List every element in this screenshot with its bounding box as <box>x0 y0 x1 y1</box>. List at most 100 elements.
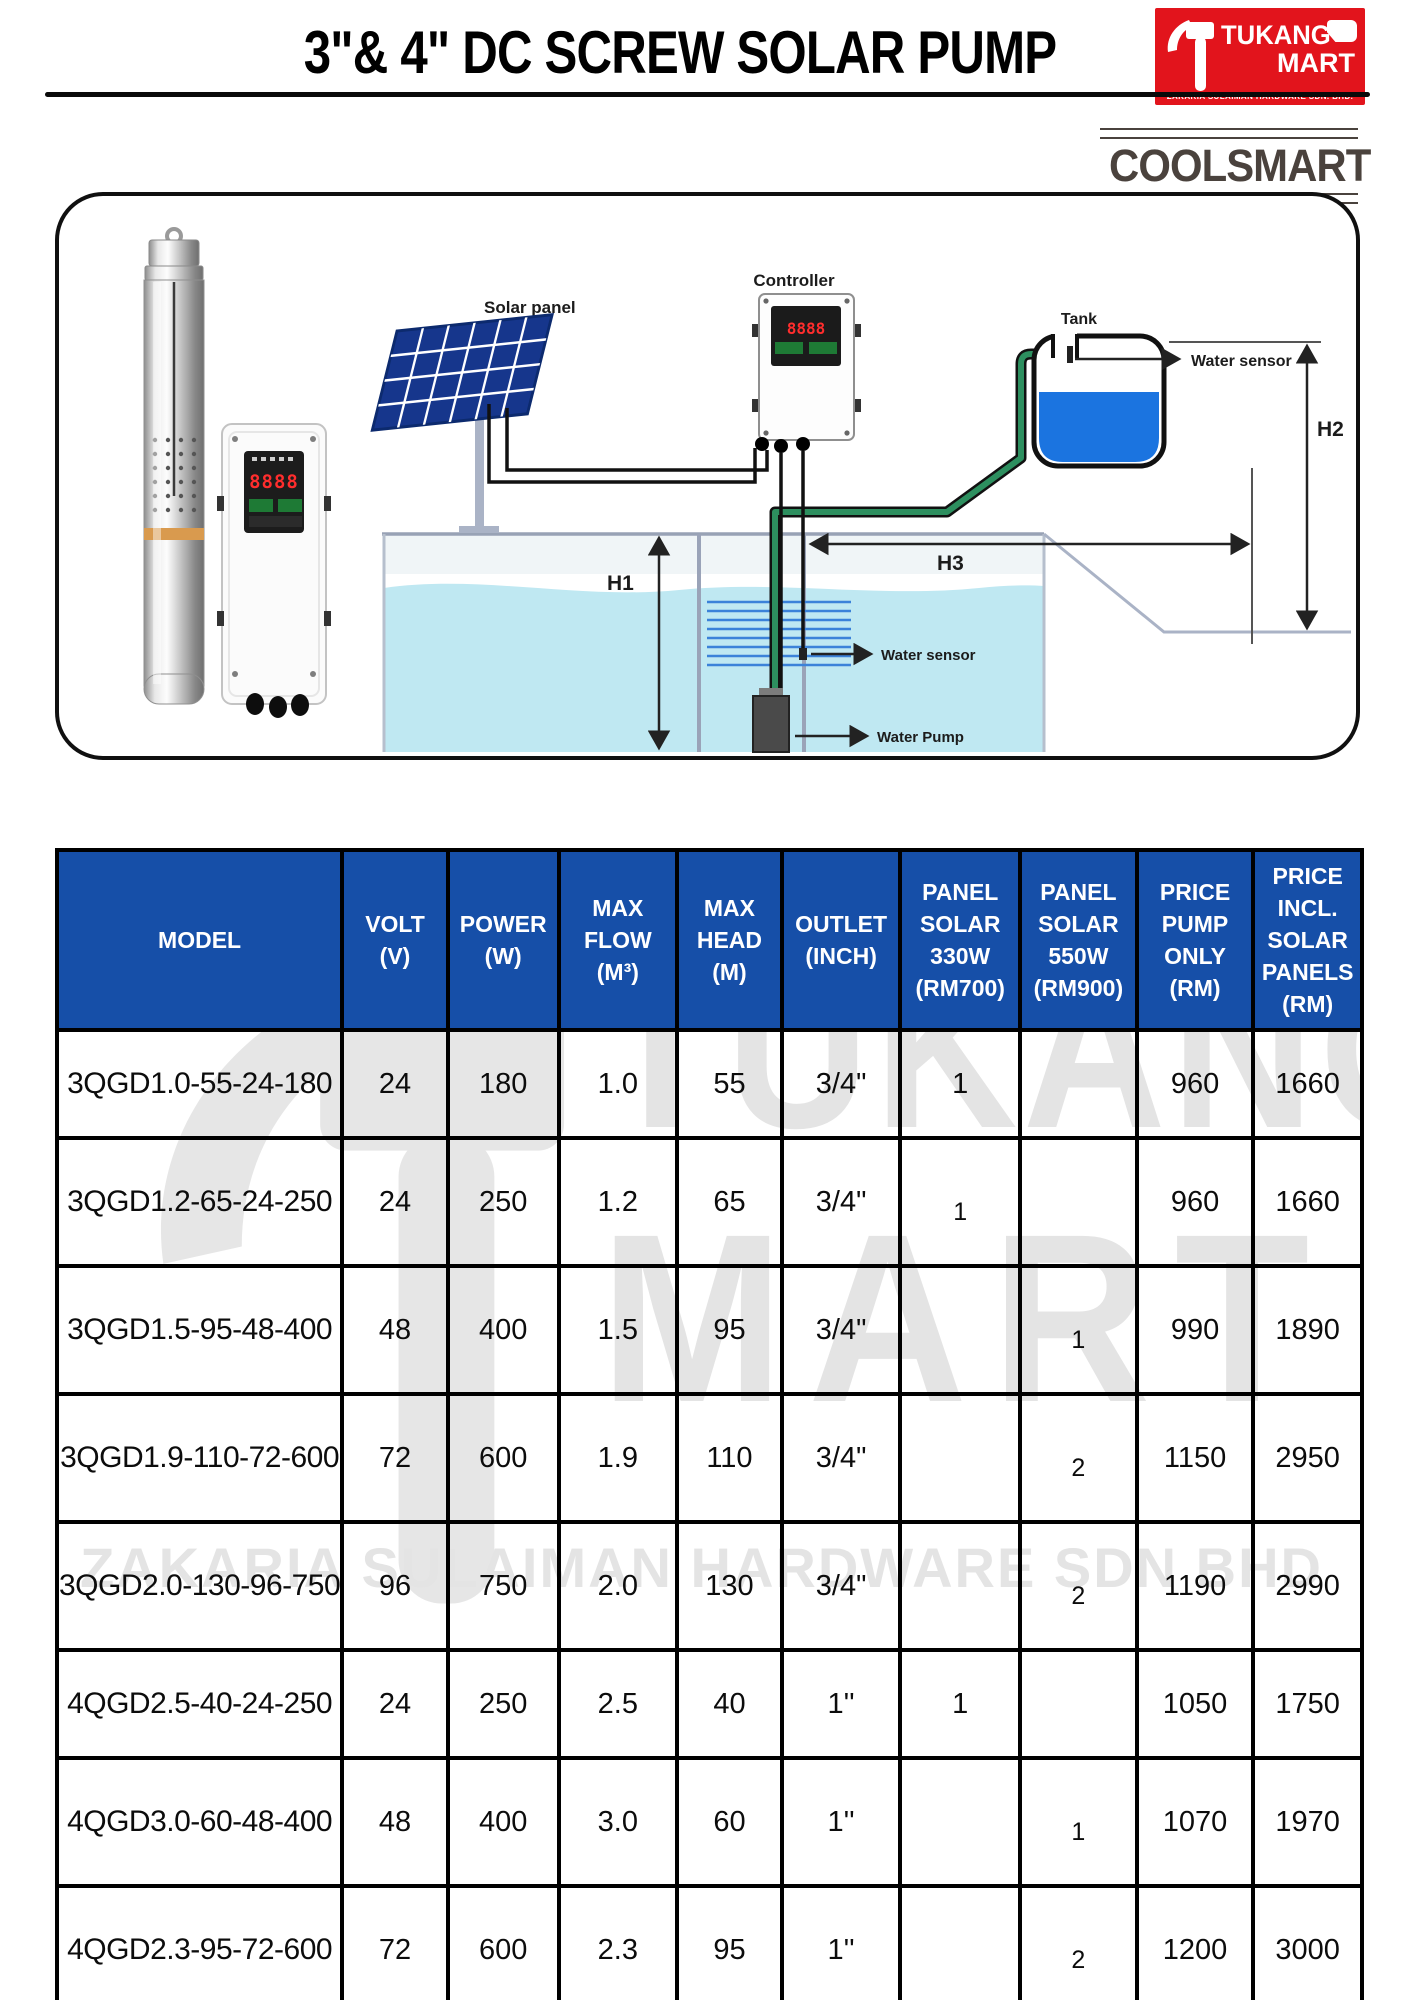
solar-wire-outer <box>487 404 757 484</box>
value-cell: 1660 <box>1251 1136 1364 1268</box>
controller-schematic: 8888 <box>752 293 861 453</box>
value-cell: 2 <box>1018 1392 1139 1524</box>
model-cell: 3QGD1.5-95-48-400 <box>54 1264 345 1396</box>
value-cell: 2 <box>1018 1884 1139 2000</box>
value-cell: 1190 <box>1134 1520 1256 1652</box>
solar-panel <box>370 312 555 533</box>
value-cell: 1070 <box>1134 1756 1256 1888</box>
value-cell: 1150 <box>1134 1392 1256 1524</box>
value-cell: 1660 <box>1251 1028 1364 1140</box>
column-header: VOLT (V) <box>340 848 450 1032</box>
value-cell: 1750 <box>1251 1648 1364 1760</box>
value-cell: 2.5 <box>556 1648 680 1760</box>
value-cell: 1.2 <box>556 1136 680 1268</box>
ground-water <box>384 583 1044 752</box>
value-cell: 1.0 <box>556 1028 680 1140</box>
value-cell <box>898 1884 1023 2000</box>
model-cell: 4QGD2.5-40-24-250 <box>54 1648 345 1760</box>
column-header: PRICE INCL. SOLAR PANELS (RM) <box>1251 848 1364 1032</box>
tank-water-sensor-label: Water sensor <box>1191 353 1292 370</box>
value-cell: 2.3 <box>556 1884 680 2000</box>
value-cell: 3/4" <box>779 1136 903 1268</box>
value-cell: 1.9 <box>556 1392 680 1524</box>
controller-photo: 8888 <box>217 423 331 718</box>
value-cell: 1 <box>898 1648 1023 1760</box>
value-cell: 1'' <box>779 1648 903 1760</box>
value-cell: 24 <box>340 1028 450 1140</box>
value-cell: 110 <box>675 1392 784 1524</box>
column-header: PANEL SOLAR 550W (RM900) <box>1018 848 1139 1032</box>
value-cell: 250 <box>445 1648 561 1760</box>
header-divider <box>45 92 1370 97</box>
well-sensor-tip <box>799 648 807 660</box>
value-cell: 600 <box>445 1392 561 1524</box>
value-cell: 990 <box>1134 1264 1256 1396</box>
h2-label: H2 <box>1317 418 1344 441</box>
value-cell: 1.5 <box>556 1264 680 1396</box>
value-cell: 180 <box>445 1028 561 1140</box>
value-cell: 55 <box>675 1028 784 1140</box>
value-cell: 72 <box>340 1884 450 2000</box>
coolsmart-wordmark: COOLSMART <box>1109 140 1371 191</box>
value-cell: 2 <box>1018 1520 1139 1652</box>
value-cell <box>898 1264 1023 1396</box>
hammer-icon <box>1167 20 1214 91</box>
value-cell: 2950 <box>1251 1392 1364 1524</box>
value-cell: 600 <box>445 1884 561 2000</box>
column-header: MODEL <box>54 848 345 1032</box>
value-cell: 1 <box>1018 1264 1139 1396</box>
mallet-icon <box>1327 20 1357 42</box>
value-cell: 250 <box>445 1136 561 1268</box>
value-cell: 1 <box>1018 1756 1139 1888</box>
value-cell: 24 <box>340 1136 450 1268</box>
well-pump <box>752 688 790 753</box>
value-cell: 1'' <box>779 1756 903 1888</box>
value-cell: 3/4" <box>779 1028 903 1140</box>
value-cell <box>1018 1136 1139 1268</box>
platform-line <box>1043 532 1351 634</box>
value-cell <box>898 1392 1023 1524</box>
value-cell: 750 <box>445 1520 561 1652</box>
value-cell: 3/4" <box>779 1520 903 1652</box>
installation-diagram: 8888 Solar panel <box>55 192 1360 760</box>
coolsmart-top-lines <box>1100 128 1358 139</box>
value-cell: 3000 <box>1251 1884 1364 2000</box>
value-cell: 72 <box>340 1392 450 1524</box>
value-cell: 1 <box>898 1136 1023 1268</box>
value-cell: 130 <box>675 1520 784 1652</box>
well-water-sensor-label: Water sensor <box>881 647 976 664</box>
value-cell: 1200 <box>1134 1884 1256 2000</box>
value-cell: 400 <box>445 1756 561 1888</box>
controller-schematic-display: 8888 <box>787 319 826 338</box>
value-cell <box>1018 1648 1139 1760</box>
value-cell: 960 <box>1134 1136 1256 1268</box>
value-cell: 1890 <box>1251 1264 1364 1396</box>
controller-label: Controller <box>753 271 835 290</box>
value-cell: 95 <box>675 1264 784 1396</box>
value-cell: 48 <box>340 1264 450 1396</box>
solar-wire-inner <box>505 408 769 472</box>
controller-display-value: 8888 <box>249 471 299 493</box>
tukang-mart-logo: TUKANG MART ZAKARIA SULAIMAN HARDWARE SD… <box>1155 8 1365 105</box>
column-header: PANEL SOLAR 330W (RM700) <box>898 848 1023 1032</box>
model-cell: 4QGD2.3-95-72-600 <box>54 1884 345 2000</box>
tank-label: Tank <box>1061 311 1097 328</box>
value-cell: 2.0 <box>556 1520 680 1652</box>
value-cell: 3/4" <box>779 1264 903 1396</box>
value-cell: 3/4" <box>779 1392 903 1524</box>
value-cell: 96 <box>340 1520 450 1652</box>
value-cell: 3.0 <box>556 1756 680 1888</box>
value-cell: 960 <box>1134 1028 1256 1140</box>
